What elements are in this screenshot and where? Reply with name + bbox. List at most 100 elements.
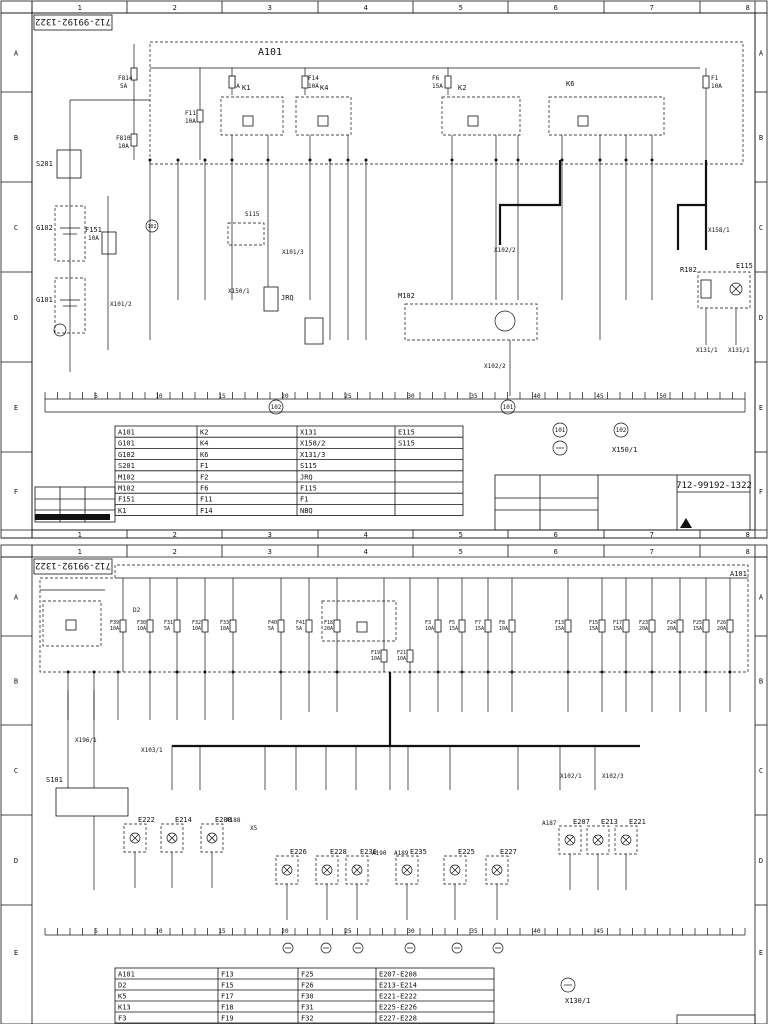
row-label: E	[14, 404, 18, 412]
fuse-label: F33	[220, 620, 229, 626]
connector-x196-1: X196/1	[75, 737, 97, 744]
column-label: 8	[746, 531, 750, 539]
legend-cell: X131/3	[300, 451, 325, 459]
legend-cell: F19	[221, 1015, 234, 1023]
lamp-label: E227	[500, 848, 517, 856]
column-label: 6	[554, 4, 558, 12]
a101-box	[149, 41, 744, 165]
svg-text:15A: 15A	[432, 83, 443, 90]
connector-x103-1: X103/1	[141, 747, 163, 754]
relay-k1-label: K1	[242, 84, 250, 92]
motor-m102-box	[404, 303, 538, 341]
scale-number: 30	[407, 393, 415, 400]
ground-x150: X150/1	[612, 446, 637, 454]
scale-number: 35	[470, 393, 478, 400]
lamp-label: E226	[290, 848, 307, 856]
row-label: D	[14, 857, 18, 865]
fuse-label: F3	[425, 620, 431, 626]
row-label: E	[759, 949, 763, 957]
fuse-rating: 5A	[268, 626, 274, 632]
column-label: 5	[459, 4, 463, 12]
legend-cell: E227-E228	[379, 1015, 417, 1023]
legend-cell: E221-E222	[379, 993, 417, 1001]
motor-m102: M102	[398, 292, 415, 300]
a101-box-2	[39, 564, 749, 673]
legend-cell: M102	[118, 473, 135, 481]
connector-x102-2: X102/2	[494, 247, 516, 254]
scale-number: 25	[344, 393, 352, 400]
legend-cell: G102	[118, 451, 135, 459]
fuse-label: F23	[639, 620, 648, 626]
fuse-f814: F814	[118, 75, 133, 82]
fuse-label: F26	[717, 620, 726, 626]
fuse-rating: 15A	[475, 626, 484, 632]
sheet-1-inner-frame	[31, 12, 756, 531]
svg-text:5A: 5A	[120, 83, 128, 90]
scale-number: 5	[94, 393, 98, 400]
legend-cell: G101	[118, 440, 135, 448]
lamp-group-r102	[697, 271, 751, 309]
fuse-rating: 15A	[449, 626, 458, 632]
legend-cell: K2	[200, 429, 208, 437]
relay-k2-box	[441, 96, 521, 136]
legend-cell: F1	[300, 496, 308, 504]
column-label: 4	[364, 4, 368, 12]
row-label: A	[14, 594, 19, 602]
legend-cell: S115	[300, 462, 317, 470]
legend-cell: K5	[118, 993, 126, 1001]
legend-cell: F30	[301, 993, 314, 1001]
lamp-label: E214	[175, 816, 192, 824]
legend-cell: F115	[300, 485, 317, 493]
row-label: A	[14, 50, 19, 58]
legend-cell: A101	[118, 429, 135, 437]
fuse-rating: 5A	[164, 626, 170, 632]
fuse-label: F17	[613, 620, 622, 626]
legend-cell: S201	[118, 462, 135, 470]
scale-number: 40	[533, 928, 541, 935]
scale-number: 20	[281, 928, 289, 935]
fuse-rating: 20A	[717, 626, 726, 632]
row-label: D	[14, 314, 18, 322]
fuse-rating: 10A	[110, 626, 119, 632]
a101-label-2: A101	[730, 570, 747, 578]
lamp-label: E225	[458, 848, 475, 856]
fuse-rating: 10A	[371, 656, 380, 662]
fuse-label: F19	[371, 650, 380, 656]
row-label: F	[14, 488, 18, 496]
fuse-label: F31	[164, 620, 173, 626]
fuse-label: F32	[192, 620, 201, 626]
row-label: B	[759, 134, 763, 142]
fuse-rating: 10A	[425, 626, 434, 632]
fuse-label: F8	[499, 620, 505, 626]
row-label: E	[759, 404, 763, 412]
relay-k1-box	[220, 96, 284, 136]
column-label: 3	[268, 4, 272, 12]
legend-cell: F151	[118, 496, 135, 504]
column-label: 3	[268, 531, 272, 539]
circle-102-legend: 102	[616, 427, 627, 434]
svg-text:F6: F6	[432, 75, 440, 82]
fuse-f810: F810	[116, 135, 131, 142]
connector-x102-3: X102/3	[602, 773, 624, 780]
scale-number: 10	[155, 393, 163, 400]
row-label: D	[759, 314, 763, 322]
column-label: 6	[554, 531, 558, 539]
legend-cell: JRQ	[300, 473, 313, 481]
legend-cell: X158/2	[300, 440, 325, 448]
fuse-label: F18	[324, 620, 333, 626]
scale-number: 15	[218, 393, 226, 400]
legend-cell: F26	[301, 982, 314, 990]
row-label: B	[14, 678, 18, 686]
circle-101-legend: 101	[555, 427, 566, 434]
column-label: 4	[364, 548, 368, 556]
relay-k6-box	[548, 96, 665, 136]
fuse-rating: 10A	[220, 626, 229, 632]
legend-cell: F13	[221, 971, 234, 979]
a101-label: A101	[258, 47, 282, 58]
module-a189: A189	[394, 850, 409, 857]
lamp-label: E221	[629, 818, 646, 826]
legend-cell: F31	[301, 1004, 314, 1012]
legend-cell: F14	[200, 507, 213, 515]
